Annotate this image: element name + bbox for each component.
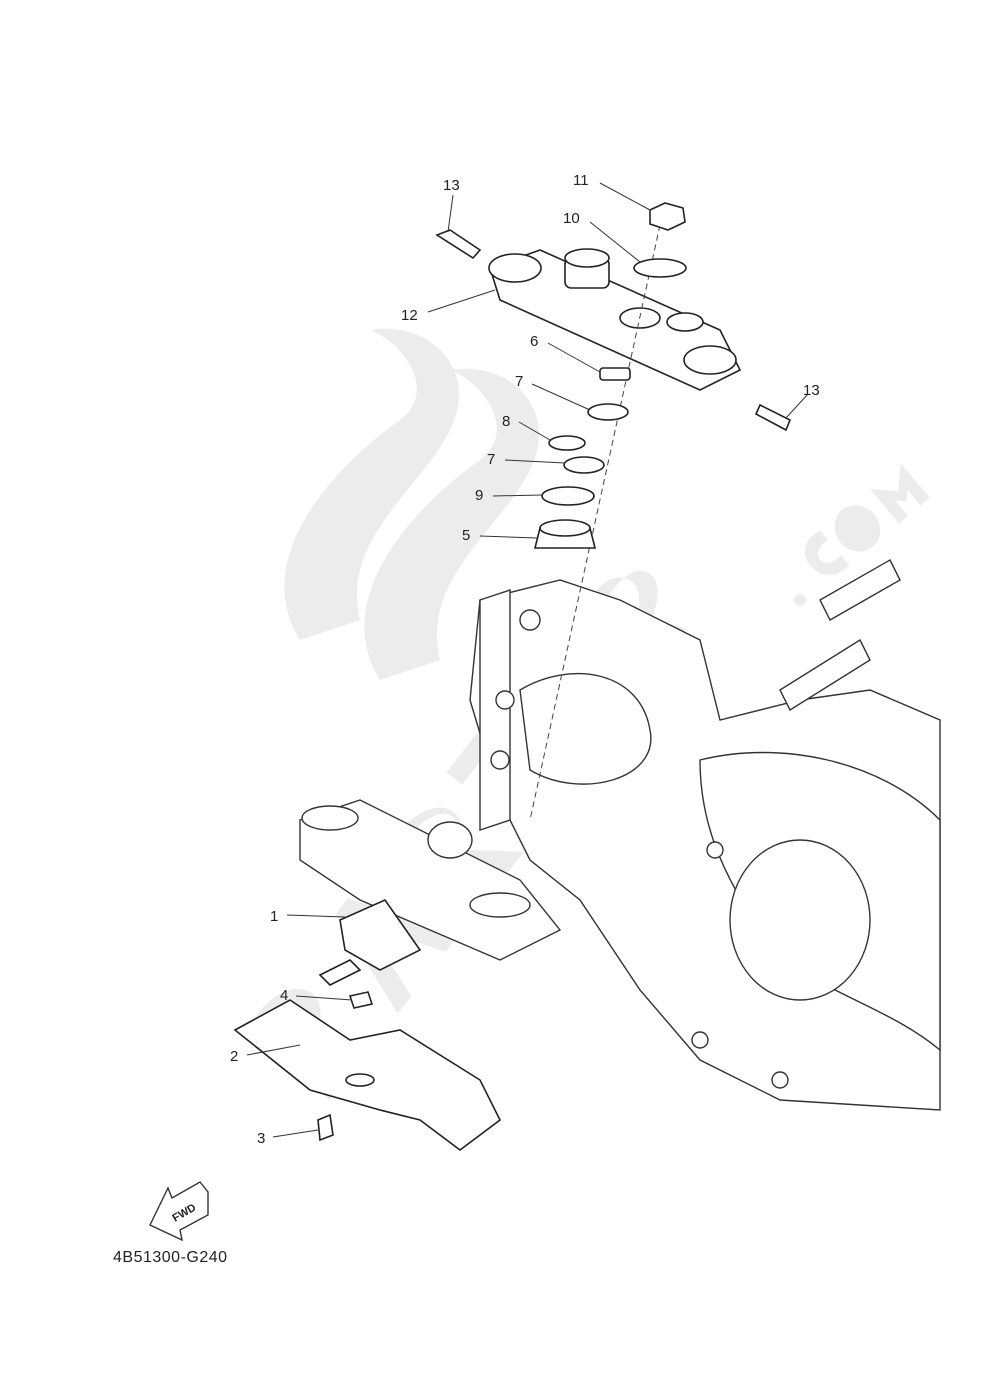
callout-1: 1 xyxy=(270,908,278,925)
callout-8: 8 xyxy=(502,413,510,430)
callout-3: 3 xyxy=(257,1130,265,1147)
leader-lines xyxy=(246,182,809,1138)
upper-bracket xyxy=(488,248,742,391)
under-bracket xyxy=(299,799,562,961)
callout-10: 10 xyxy=(563,210,580,227)
callout-12: 12 xyxy=(401,307,418,324)
callout-13b: 13 xyxy=(803,382,820,399)
callout-2: 2 xyxy=(230,1048,238,1065)
callout-11: 11 xyxy=(573,172,589,189)
fwd-arrow-icon: FWD xyxy=(149,1181,209,1242)
diagram-code: 4B51300-G240 xyxy=(113,1249,228,1266)
callout-7: 7 xyxy=(515,373,523,390)
callout-6: 6 xyxy=(530,333,538,350)
callout-4: 4 xyxy=(280,987,288,1004)
callout-13: 13 xyxy=(443,177,460,194)
frame xyxy=(469,559,941,1111)
cover-parts xyxy=(233,899,502,1151)
callout-9: 9 xyxy=(475,487,483,504)
callout-7b: 7 xyxy=(487,451,495,468)
steering-stem-parts xyxy=(435,202,792,821)
callout-labels: 13 11 10 12 6 7 8 7 9 5 13 1 4 2 3 xyxy=(230,172,820,1147)
callout-5: 5 xyxy=(462,527,470,544)
